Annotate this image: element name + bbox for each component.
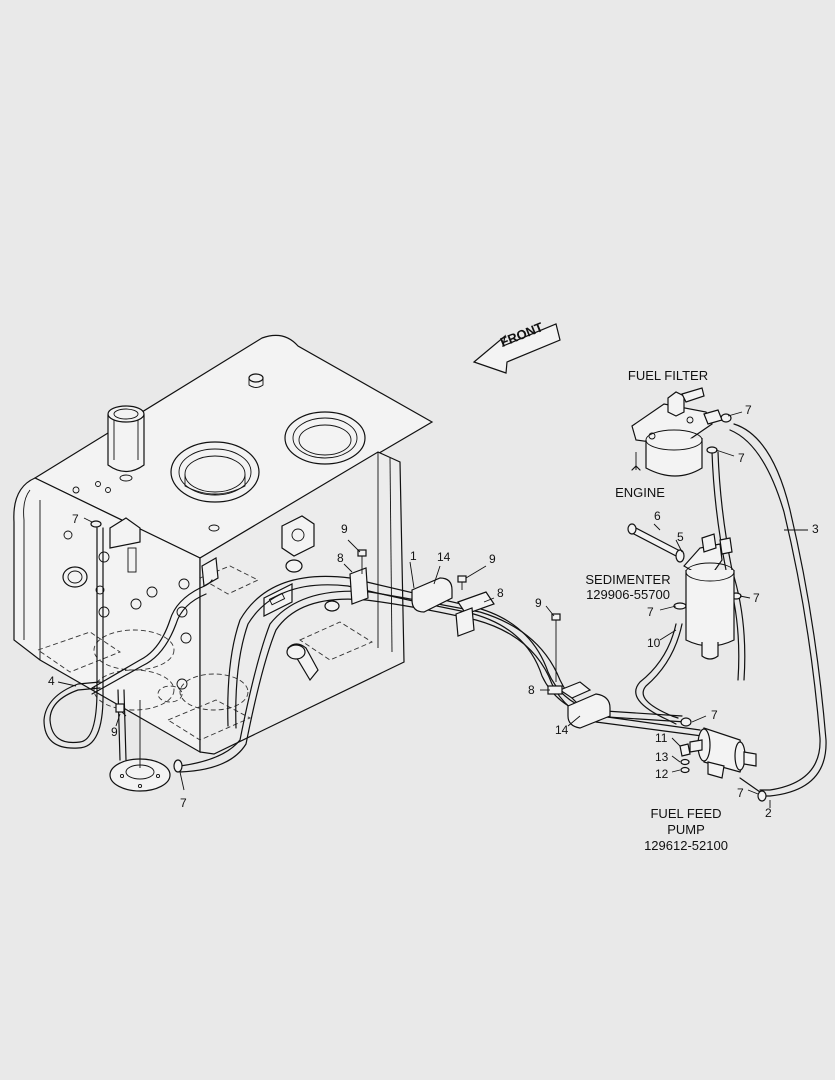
callout-7-filter-bottom: 7: [738, 451, 745, 465]
callout-1: 1: [410, 549, 417, 563]
pump-label-line1: FUEL FEED: [650, 806, 722, 821]
callout-7-tank-bottom: 7: [180, 796, 187, 810]
fuel-filter-label: FUEL FILTER: [627, 368, 709, 383]
front-arrow-icon: [472, 323, 561, 374]
engine-label: ENGINE: [615, 485, 665, 500]
callout-6: 6: [654, 509, 661, 523]
callout-5: 5: [677, 530, 684, 544]
tank-bottom-flange: [109, 700, 171, 792]
callout-7-filter-top: 7: [745, 403, 752, 417]
callout-10: 10: [647, 636, 661, 650]
pump-part-number: 129612-52100: [644, 838, 728, 853]
callout-13: 13: [655, 750, 669, 764]
sedimenter-label: SEDIMENTER: [585, 572, 671, 587]
callout-7-tank-left: 7: [72, 512, 79, 526]
sedimenter: [627, 523, 735, 660]
bolts: [115, 549, 561, 717]
callout-9-mid: 9: [535, 596, 542, 610]
fuel-feed-pump: [679, 727, 757, 779]
hose-bands: [90, 413, 767, 802]
hose-clamps: [349, 567, 611, 729]
sedimenter-part-number: 129906-55700: [586, 587, 670, 602]
callout-7-sedimenter-left: 7: [647, 605, 654, 619]
tank-flange-large: [170, 441, 260, 503]
fuel-filter: [631, 387, 723, 477]
callout-7-sedimenter-right: 7: [753, 591, 760, 605]
callout-7-pump-bottom: 7: [737, 786, 744, 800]
fuel-tank: [13, 334, 434, 755]
callout-7-pump-top: 7: [711, 708, 718, 722]
callout-12: 12: [655, 767, 669, 781]
filler-neck: [107, 405, 145, 482]
pump-label-line2: PUMP: [667, 822, 705, 837]
callout-4: 4: [48, 674, 55, 688]
leader-lines: [57, 411, 808, 808]
tank-flange-small: [284, 411, 366, 465]
callout-8-lower: 8: [528, 683, 535, 697]
callout-9-center: 9: [341, 522, 348, 536]
callout-14-top: 14: [437, 550, 451, 564]
callout-14-lower: 14: [555, 723, 569, 737]
callout-11: 11: [655, 731, 668, 745]
callout-8-center: 8: [337, 551, 344, 565]
callout-9-top: 9: [489, 552, 496, 566]
callout-8-top: 8: [497, 586, 504, 600]
callout-9-bottom: 9: [111, 725, 118, 739]
callout-2: 2: [765, 806, 772, 820]
callout-3: 3: [812, 522, 819, 536]
